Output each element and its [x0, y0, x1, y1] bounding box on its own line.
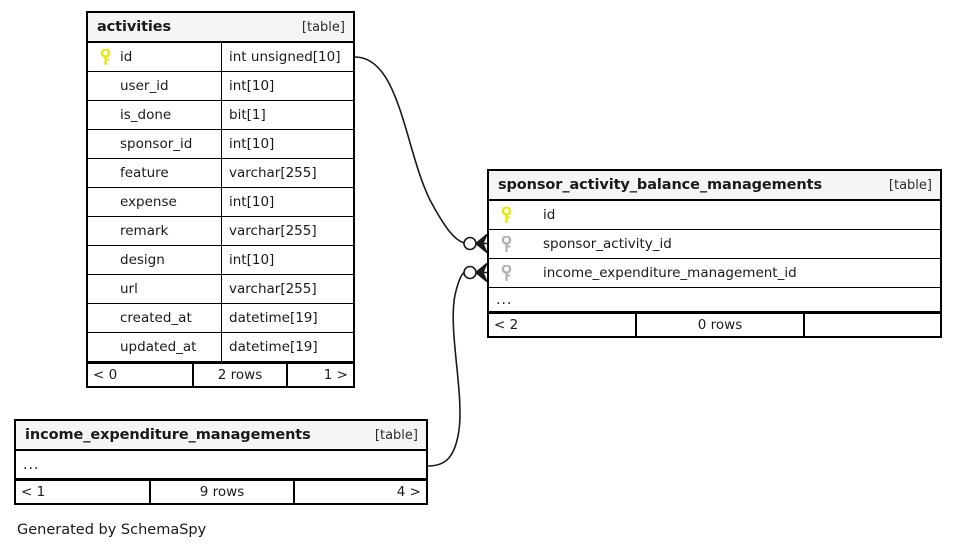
footer-row-count: 0 rows [635, 314, 805, 336]
column-type: int[10] [221, 246, 353, 274]
column-type: varchar[255] [221, 159, 353, 187]
generated-by-caption: Generated by SchemaSpy [17, 522, 207, 538]
table-header-sponsor-activity-balance-managements: sponsor_activity_balance_managements [ta… [489, 171, 940, 201]
column-name-cell: sponsor_activity_id [489, 230, 940, 258]
table-row[interactable]: sponsor_activity_id [489, 230, 940, 259]
column-type: int unsigned[10] [221, 43, 353, 71]
column-type: int[10] [221, 72, 353, 100]
column-type: varchar[255] [221, 217, 353, 245]
primary-key-icon [498, 206, 514, 224]
crowfoot-marker [475, 262, 488, 283]
relationship-income-expenditure-to-management-id [427, 262, 488, 467]
footer-row-count: 2 rows [192, 364, 288, 386]
crowfoot-marker [475, 233, 488, 254]
table-row[interactable]: id int unsigned[10] [88, 43, 353, 72]
column-name-cell: sponsor_id [88, 130, 221, 158]
column-name: income_expenditure_management_id [543, 265, 797, 281]
column-name-cell: is_done [88, 101, 221, 129]
table-header-income-expenditure-managements: income_expenditure_managements [table] [16, 421, 426, 451]
footer-next-count[interactable]: 1 > [323, 367, 348, 383]
foreign-key-icon [498, 264, 514, 282]
column-name-cell: income_expenditure_management_id [489, 259, 940, 287]
table-node-sponsor-activity-balance-managements[interactable]: sponsor_activity_balance_managements [ta… [487, 169, 942, 338]
table-row[interactable]: expense int[10] [88, 188, 353, 217]
table-type-tag: [table] [888, 177, 932, 193]
table-node-activities[interactable]: activities [table] id int unsigned[10] u… [86, 11, 355, 388]
crowfoot-circle [463, 265, 477, 280]
column-name: remark [120, 223, 169, 239]
table-type-tag: [table] [374, 427, 418, 443]
footer-next-count[interactable]: 4 > [396, 484, 421, 500]
table-row[interactable]: sponsor_id int[10] [88, 130, 353, 159]
table-row[interactable]: user_id int[10] [88, 72, 353, 101]
column-name: created_at [120, 310, 192, 326]
column-name: sponsor_id [120, 136, 193, 152]
column-name: user_id [120, 78, 169, 94]
table-row[interactable]: income_expenditure_management_id [489, 259, 940, 288]
table-node-income-expenditure-managements[interactable]: income_expenditure_managements [table] .… [14, 419, 428, 505]
table-type-tag: [table] [301, 19, 345, 35]
column-type: int[10] [221, 188, 353, 216]
column-name-cell: url [88, 275, 221, 303]
table-header-activities: activities [table] [88, 13, 353, 43]
footer-prev-count[interactable]: < 0 [93, 367, 118, 383]
foreign-key-icon [498, 235, 514, 253]
column-name: design [120, 252, 165, 268]
table-row[interactable]: feature varchar[255] [88, 159, 353, 188]
more-columns-ellipsis[interactable]: ... [489, 288, 940, 312]
column-type: datetime[19] [221, 304, 353, 332]
relationship-activities-to-sponsor-activity-id [354, 56, 488, 254]
footer-row-count: 9 rows [149, 481, 295, 503]
table-row[interactable]: url varchar[255] [88, 275, 353, 304]
column-name: id [120, 49, 133, 65]
column-type: datetime[19] [221, 333, 353, 361]
table-row[interactable]: remark varchar[255] [88, 217, 353, 246]
column-name: is_done [120, 107, 172, 123]
footer-next-count[interactable] [805, 314, 940, 336]
table-row[interactable]: id [489, 201, 940, 230]
column-name-cell: updated_at [88, 333, 221, 361]
table-title: activities [97, 19, 172, 35]
column-name: id [543, 207, 556, 223]
table-title: sponsor_activity_balance_managements [498, 177, 822, 193]
crowfoot-circle [463, 236, 477, 251]
column-name-cell: id [88, 43, 221, 71]
table-footer-activities: < 0 2 rows 1 > [88, 362, 353, 386]
table-row[interactable]: design int[10] [88, 246, 353, 275]
column-name: expense [120, 194, 177, 210]
column-name: url [120, 281, 138, 297]
column-name-cell: feature [88, 159, 221, 187]
column-name: feature [120, 165, 169, 181]
column-name-cell: design [88, 246, 221, 274]
column-name-cell: id [489, 201, 940, 229]
table-row[interactable]: created_at datetime[19] [88, 304, 353, 333]
more-columns-ellipsis[interactable]: ... [16, 451, 426, 479]
table-row[interactable]: is_done bit[1] [88, 101, 353, 130]
column-name: updated_at [120, 339, 197, 355]
primary-key-icon [97, 48, 113, 66]
table-title: income_expenditure_managements [25, 427, 311, 443]
column-name-cell: user_id [88, 72, 221, 100]
table-row[interactable]: updated_at datetime[19] [88, 333, 353, 362]
column-name-cell: created_at [88, 304, 221, 332]
column-type: varchar[255] [221, 275, 353, 303]
column-name: sponsor_activity_id [543, 236, 672, 252]
table-footer-sponsor-activity-balance-managements: < 2 0 rows [489, 312, 940, 336]
table-footer-income-expenditure-managements: < 1 9 rows 4 > [16, 479, 426, 503]
footer-prev-count[interactable]: < 1 [21, 484, 46, 500]
column-type: bit[1] [221, 101, 353, 129]
column-name-cell: remark [88, 217, 221, 245]
column-name-cell: expense [88, 188, 221, 216]
column-type: int[10] [221, 130, 353, 158]
footer-prev-count[interactable]: < 2 [494, 317, 519, 333]
